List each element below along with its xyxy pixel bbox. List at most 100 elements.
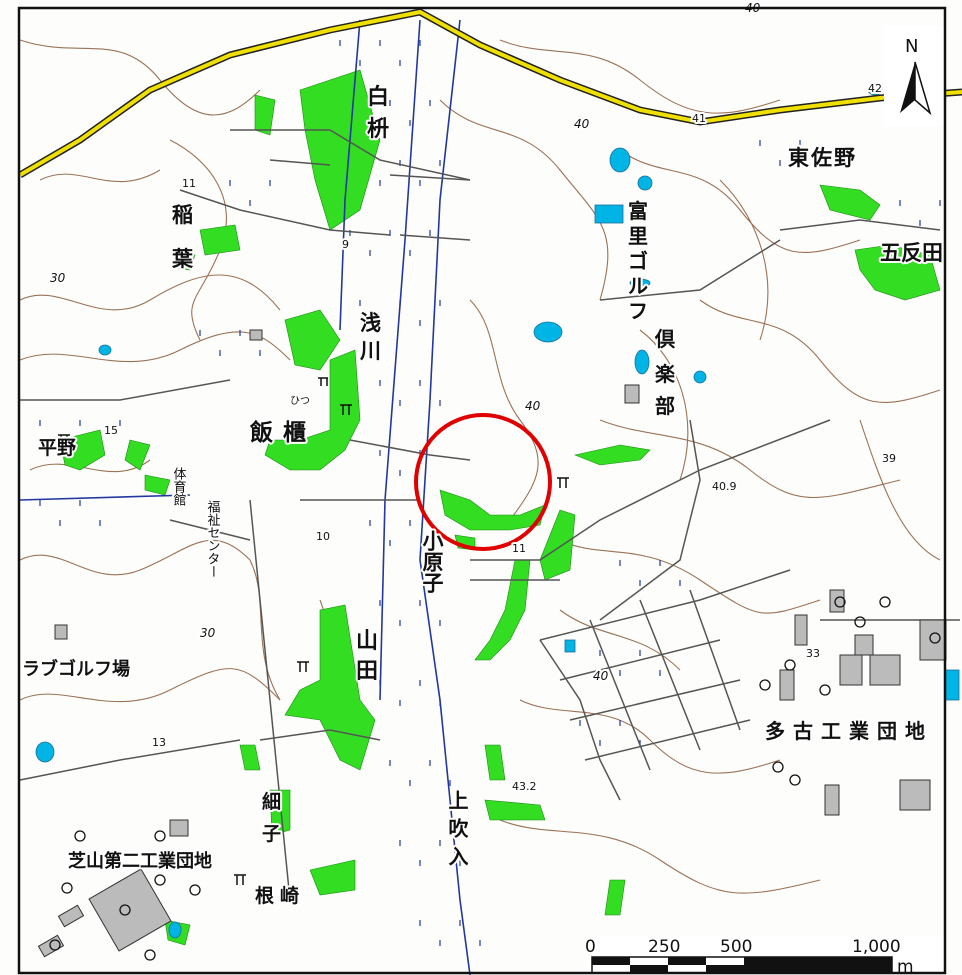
label-fukushi-center: 福祉センター (205, 500, 221, 578)
north-arrow-icon (900, 62, 915, 113)
svg-text:39: 39 (882, 452, 896, 465)
pond (168, 921, 182, 939)
svg-text:13: 13 (152, 736, 166, 749)
svg-text:楽: 楽 (655, 362, 676, 386)
label-shibayama-industrial: 芝山第二工業団地 (68, 850, 212, 872)
building (829, 589, 845, 613)
rivers (19, 19, 471, 975)
water-bodies (35, 84, 960, 939)
shrine-symbols (58, 377, 569, 885)
label-taiikukan: 体育館 (171, 467, 187, 506)
pond (693, 370, 707, 384)
label-club-golf: ラブゴルフ場 (22, 658, 130, 680)
svg-text:33: 33 (806, 647, 820, 660)
building (899, 779, 931, 811)
building (57, 904, 85, 928)
pond (609, 147, 631, 173)
svg-text:30: 30 (50, 271, 66, 285)
pond (98, 344, 112, 356)
label-asakawa-2: 川 (359, 339, 381, 363)
label-hosogo-1: 細 (262, 790, 281, 813)
building (824, 784, 840, 816)
minor-roads (19, 129, 960, 901)
svg-text:40.9: 40.9 (712, 480, 737, 493)
svg-text:部: 部 (655, 394, 675, 418)
scale-bar-segment (630, 965, 668, 973)
svg-text:42: 42 (868, 82, 882, 95)
label-hosogo-2: 子 (262, 823, 281, 845)
north-label: N (905, 36, 918, 57)
label-iitsubo: 飯櫃 (249, 419, 316, 446)
svg-text:ゴ: ゴ (628, 249, 648, 273)
svg-text:富: 富 (628, 199, 648, 223)
scale-tick-500: 500 (720, 937, 752, 957)
factory-symbols (49, 596, 941, 961)
pond (594, 204, 624, 224)
label-gotanda: 五反田 (880, 241, 943, 265)
building (779, 669, 795, 701)
pond (533, 321, 563, 343)
building (794, 614, 808, 646)
label-hirano: 平野 (38, 437, 76, 459)
svg-text:40: 40 (593, 669, 609, 683)
major-road-fill (18, 9, 962, 177)
pond (867, 84, 883, 96)
svg-text:41: 41 (692, 112, 706, 125)
svg-text:倶: 倶 (654, 327, 676, 351)
svg-text:11: 11 (182, 177, 196, 190)
svg-text:9: 9 (342, 238, 349, 251)
label-nezaki: 根崎 (255, 884, 305, 907)
building (869, 654, 901, 686)
svg-text:フ: フ (628, 299, 648, 323)
pond (634, 349, 650, 375)
highlight-circle (414, 413, 552, 551)
label-ohara: 小原子 (420, 530, 444, 594)
svg-text:里: 里 (628, 224, 648, 248)
svg-text:10: 10 (316, 530, 330, 543)
scale-bar: 0 250 500 1,000 m (584, 936, 944, 975)
building (839, 654, 863, 686)
svg-text:11: 11 (512, 542, 526, 555)
scale-bar-segment (668, 957, 706, 965)
pond (564, 639, 576, 653)
pond (35, 741, 55, 763)
label-shiromasu-1: 白 (367, 84, 389, 110)
pond (629, 278, 651, 288)
pond (637, 175, 653, 191)
pond (944, 669, 960, 701)
svg-text:40: 40 (574, 117, 590, 131)
svg-text:30: 30 (200, 626, 216, 640)
label-yamada-1: 山 (356, 629, 378, 654)
label-tako-industrial: 多古工業団地 (765, 719, 933, 743)
building (249, 329, 263, 341)
label-iitsubo-ruby: ひつ (290, 396, 310, 407)
svg-text:40: 40 (525, 399, 541, 413)
scale-bar-segment (744, 957, 892, 973)
building (169, 819, 189, 837)
scale-bar-segment (592, 957, 630, 965)
building (624, 384, 640, 404)
scale-bar-segment (706, 965, 744, 973)
forest-areas (59, 69, 941, 946)
label-shiromasu-2: 枡 (367, 117, 389, 142)
svg-text:43.2: 43.2 (512, 780, 537, 793)
building (854, 634, 874, 656)
label-asakawa-1: 浅 (360, 311, 381, 335)
label-inaba-1: 稲 (172, 203, 193, 227)
label-inaba-2: 葉 (171, 247, 194, 271)
building (919, 619, 947, 661)
building (54, 624, 68, 640)
elevation-labels: 42 41 40 40 40 40 30 30 11 9 15 10 13 39… (48, 0, 898, 795)
label-higashi-sano: 東佐野 (788, 146, 857, 170)
svg-text:15: 15 (104, 424, 118, 437)
label-tomisato-golf: 富 里 ゴ ル フ 倶 楽 部 (626, 197, 678, 420)
map-frame (17, 6, 947, 975)
place-labels: 白 枡 東佐野 五反田 稲 葉 富 里 ゴ ル フ 倶 楽 部 浅 川 平野 飯… (20, 82, 945, 909)
svg-text:ル: ル (628, 274, 648, 298)
label-kamifukiire: 上吹入 (445, 790, 469, 874)
scale-tick-1000: 1,000 (852, 937, 901, 957)
scale-tick-250: 250 (648, 937, 680, 957)
north-arrow: N (884, 26, 946, 126)
scale-unit: m (897, 957, 914, 975)
